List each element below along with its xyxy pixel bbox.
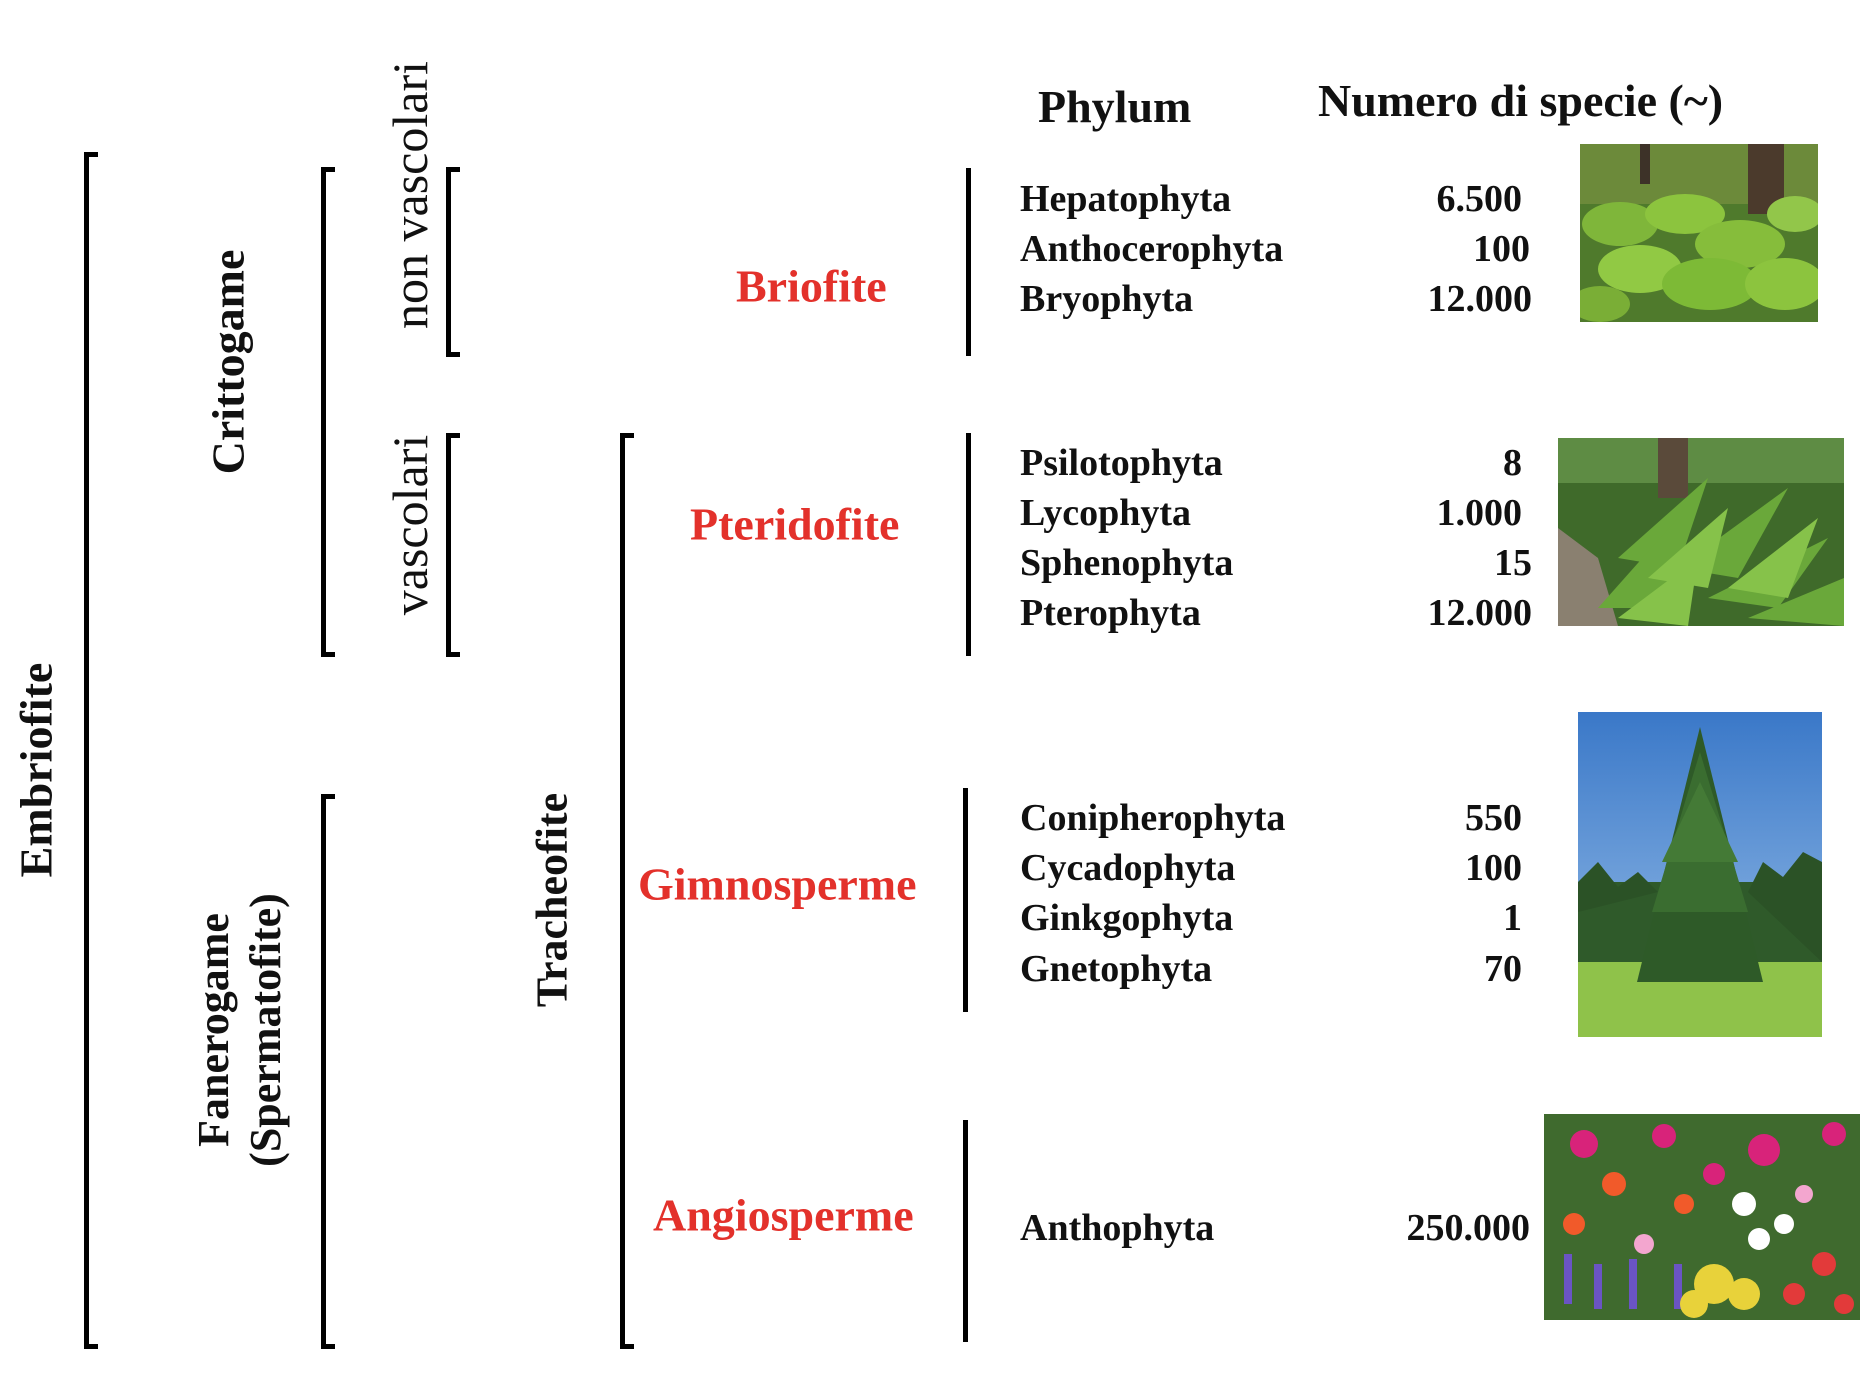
species-count: 12.000	[1427, 592, 1533, 634]
phylum-name: Ginkgophyta	[1020, 897, 1234, 939]
species-count: 100	[1473, 228, 1530, 270]
species-count: 12.000	[1427, 278, 1533, 320]
embriofite-bracket	[84, 152, 98, 1349]
species-count: 70	[1484, 948, 1522, 990]
conifer-photo	[1578, 712, 1822, 1037]
angiosperme-divider	[963, 1120, 968, 1342]
species-count: 6.500	[1436, 178, 1523, 220]
briofite-divider	[966, 168, 971, 356]
phylum-name: Sphenophyta	[1020, 542, 1234, 584]
flowers-photo	[1544, 1114, 1860, 1320]
group-label-angiosperme: Angiosperme	[653, 1189, 914, 1241]
non-vascolari-bracket	[446, 167, 460, 357]
species-count: 250.000	[1406, 1207, 1531, 1249]
gimnosperme-divider	[963, 788, 968, 1012]
tracheofite-bracket	[620, 433, 634, 1349]
phylum-name: Gnetophyta	[1020, 948, 1213, 990]
phylum-name: Anthophyta	[1020, 1207, 1215, 1249]
phylum-name: Psilotophyta	[1020, 442, 1223, 484]
embriofite-label: Embriofite	[10, 662, 62, 878]
group-label-pteridofite: Pteridofite	[690, 498, 900, 550]
group-label-briofite: Briofite	[736, 260, 887, 312]
species-count: 550	[1465, 797, 1522, 839]
phylum-name: Anthocerophyta	[1020, 228, 1284, 270]
phylum-header: Phylum	[1038, 81, 1192, 132]
phylum-name: Cycadophyta	[1020, 847, 1236, 889]
phylum-name: Conipherophyta	[1020, 797, 1286, 839]
species-count: 100	[1465, 847, 1522, 889]
moss-photo	[1580, 144, 1818, 322]
non-vascolari-label: non vascolari	[382, 61, 438, 329]
species-count: 15	[1494, 542, 1532, 584]
pteridofite-divider	[966, 433, 971, 656]
spermatofite-text: (Spermatofite)	[241, 893, 290, 1167]
fanerogame-bracket	[321, 794, 335, 1349]
species-count: 1.000	[1436, 492, 1523, 534]
fern-photo	[1558, 438, 1844, 626]
fanerogame-text: Fanerogame	[189, 913, 238, 1147]
crittogame-label: Crittogame	[202, 249, 254, 475]
vascolari-bracket	[446, 433, 460, 657]
phylum-name: Hepatophyta	[1020, 178, 1232, 220]
vascolari-label: vascolari	[382, 434, 438, 616]
species-count: 8	[1503, 442, 1522, 484]
species-count: 1	[1503, 897, 1522, 939]
phylum-name: Lycophyta	[1020, 492, 1192, 534]
species-count-header: Numero di specie (~)	[1318, 75, 1724, 126]
phylum-name: Bryophyta	[1020, 278, 1194, 320]
fanerogame-label: Fanerogame (Spermatofite)	[188, 893, 292, 1167]
crittogame-bracket	[321, 167, 335, 657]
phylum-name: Pterophyta	[1020, 592, 1201, 634]
group-label-gimnosperme: Gimnosperme	[638, 858, 917, 910]
tracheofite-label: Tracheofite	[527, 792, 577, 1008]
